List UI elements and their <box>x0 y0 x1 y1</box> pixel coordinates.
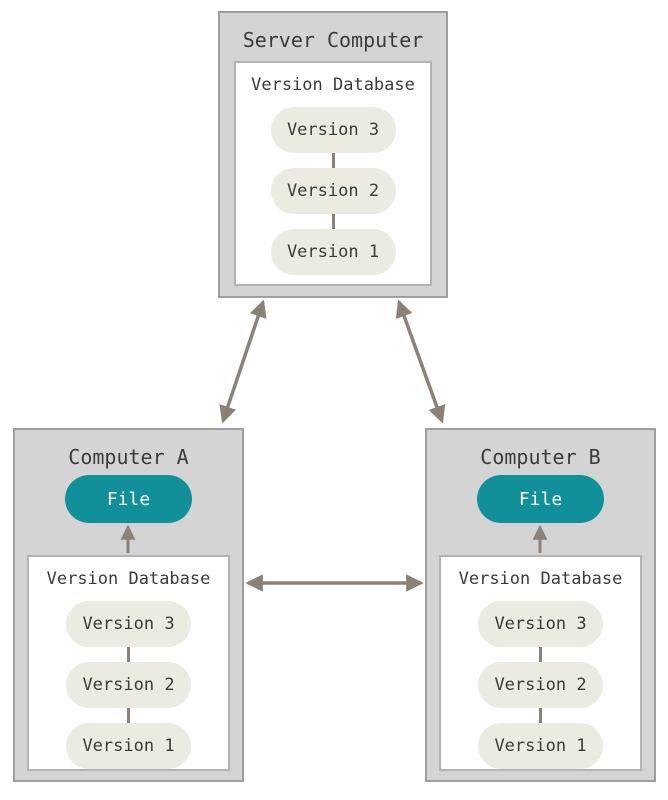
version-link-line <box>331 153 335 168</box>
version-pill: Version 3 <box>270 107 396 153</box>
computer-a-version-stack: Version 3 Version 2 Version 1 <box>66 601 191 769</box>
server-version-database-box: Version Database Version 3 Version 2 Ver… <box>234 61 432 286</box>
server-version-stack: Version 3 Version 2 Version 1 <box>270 107 396 275</box>
computer-b-version-database-box: Version Database Version 3 Version 2 Ver… <box>439 555 642 771</box>
version-pill: Version 1 <box>478 723 603 769</box>
computer-b-file-pill: File <box>477 475 604 523</box>
version-pill: Version 2 <box>66 662 191 708</box>
computer-b-title: Computer B <box>480 445 601 469</box>
server-computer-box: Server Computer Version Database Version… <box>218 11 448 298</box>
computer-a-box: Computer A File Version Database Version… <box>13 428 244 782</box>
version-link-line <box>331 214 335 229</box>
version-link-line <box>127 708 130 723</box>
computer-a-file-pill: File <box>65 475 192 523</box>
arrow-server-to-computer-b <box>395 299 446 424</box>
version-pill: Version 3 <box>478 601 603 647</box>
computer-a-title: Computer A <box>68 445 189 469</box>
version-link-line <box>539 708 542 723</box>
computer-a-version-database-box: Version Database Version 3 Version 2 Ver… <box>27 555 230 771</box>
version-pill: Version 1 <box>270 229 396 275</box>
computer-b-version-stack: Version 3 Version 2 Version 1 <box>478 601 603 769</box>
server-computer-title: Server Computer <box>242 28 424 52</box>
version-pill: Version 3 <box>66 601 191 647</box>
version-pill: Version 2 <box>270 168 396 214</box>
version-link-line <box>539 647 542 662</box>
computer-b-box: Computer B File Version Database Version… <box>425 428 656 782</box>
version-database-label: Version Database <box>251 75 415 95</box>
version-database-label: Version Database <box>458 569 623 589</box>
arrow-server-to-computer-a <box>219 299 267 424</box>
version-pill: Version 1 <box>66 723 191 769</box>
version-pill: Version 2 <box>478 662 603 708</box>
version-link-line <box>127 647 130 662</box>
version-database-label: Version Database <box>46 569 211 589</box>
